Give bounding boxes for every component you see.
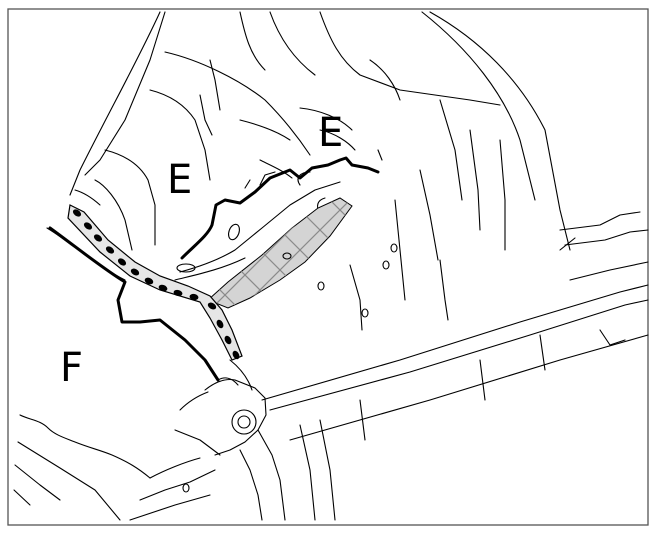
side-rail <box>261 211 649 521</box>
frame-border <box>7 8 649 526</box>
label-e-right: E <box>318 110 343 156</box>
weld-seam-band <box>67 204 243 361</box>
panel-f-outline <box>13 226 220 521</box>
panel-e-cut-edge <box>180 156 380 260</box>
panel-e-outline <box>69 11 571 331</box>
label-f: F <box>60 345 83 391</box>
label-e-left: E <box>167 157 192 203</box>
mounting-holes <box>176 223 398 318</box>
spot-welds <box>72 209 240 360</box>
seam-flange <box>174 171 341 281</box>
lower-bracket <box>129 359 286 521</box>
